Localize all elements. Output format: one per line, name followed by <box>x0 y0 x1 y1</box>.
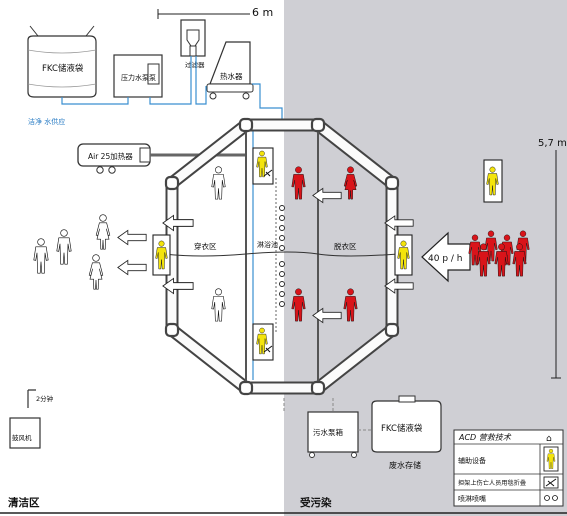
legend-item-stretcher: 担架上伤亡人员用毯折叠 <box>458 479 526 487</box>
fkc-supply-bag-label: FKC储液袋 <box>42 63 84 74</box>
pressure-pump: 压力水泵泵 <box>113 54 163 98</box>
fkc-supply-bag: FKC储液袋 <box>27 25 97 98</box>
width-dimension <box>157 9 250 19</box>
legend-box: ACD 营救技术 ⌂ 辅助设备 担架上伤亡人员用毯折叠 喷淋喷嘴 <box>453 429 564 507</box>
fkc-waste-bag-label: FKC储液袋 <box>381 423 423 434</box>
stretcher-icon <box>545 478 557 487</box>
blower-label: 鼓风机 <box>12 433 32 442</box>
clean-water-supply-label: 洁净 水供应 <box>28 117 65 126</box>
filter-unit: 过滤器 <box>180 19 206 69</box>
filter-label: 过滤器 <box>185 60 205 69</box>
air-heater: Air 25加热器 <box>77 143 151 174</box>
height-dimension <box>551 150 561 379</box>
legend-item-nozzle: 喷淋喷嘴 <box>458 494 486 503</box>
undress-area-label: 脱衣区 <box>334 241 357 251</box>
air-heater-label: Air 25加热器 <box>88 151 133 161</box>
waste-water-lines <box>283 398 372 431</box>
width-label: 6 m <box>252 6 273 19</box>
blower-unit: 鼓风机 <box>9 389 41 449</box>
water-heater: 热水器 <box>206 41 254 100</box>
blower-timer-label: 2分钟 <box>36 394 54 403</box>
flow-rate-label: 40 p / h <box>428 254 462 264</box>
pressure-pump-label: 压力水泵泵 <box>121 73 156 82</box>
waste-pump-label: 污水泵箱 <box>313 427 343 437</box>
water-heater-label: 热水器 <box>220 71 243 81</box>
incoming-arrow: 40 p / h <box>421 231 471 283</box>
decon-tent <box>163 117 400 396</box>
shower-nozzles <box>279 205 285 307</box>
company-logo-icon: ⌂ <box>546 434 552 444</box>
waste-storage-label: 废水存储 <box>389 460 421 470</box>
legend-title: ACD 营救技术 <box>458 433 512 442</box>
waste-water-pump: 污水泵箱 <box>307 411 359 458</box>
fkc-waste-bag: FKC储液袋 <box>371 395 442 453</box>
legend-item-assistant: 辅助设备 <box>458 456 486 465</box>
height-label: 5,7 m <box>538 138 567 149</box>
clean-zone-label: 清洁区 <box>8 496 40 509</box>
shower-area-label: 淋浴池 <box>257 240 278 249</box>
stretcher-marks <box>263 169 273 353</box>
contaminated-zone-label: 受污染 <box>300 496 332 509</box>
nozzle-icon <box>544 495 558 501</box>
dress-area-label: 穿衣区 <box>194 241 217 251</box>
